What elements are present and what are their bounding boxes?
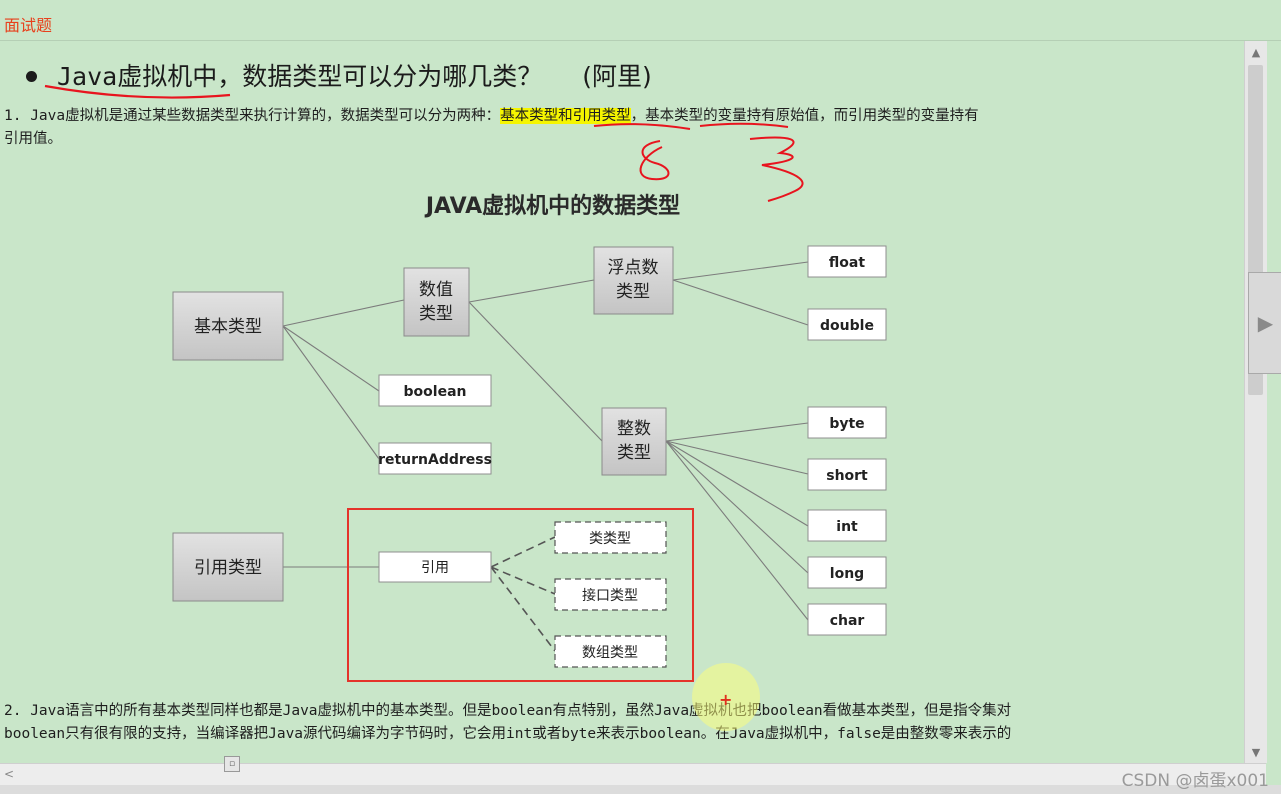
p1-text-a: 1. Java虚拟机是通过某些数据类型来执行计算的，数据类型可以分为两种：	[4, 108, 501, 124]
reference-highlight-box	[347, 508, 694, 682]
window-titlebar: 面试题	[0, 0, 1281, 41]
box-integer-type	[601, 407, 667, 476]
data-type-diagram: JAVA虚拟机中的数据类型 基本类型 数值	[44, 84, 887, 682]
label-interface-type: 接口类型	[582, 587, 638, 604]
p1-highlight: 基本类型和引用类型	[500, 108, 631, 124]
label-char: char	[830, 613, 865, 629]
chevron-down-icon[interactable]: ▼	[1251, 745, 1261, 759]
label-basic-type: 基本类型	[194, 317, 262, 337]
heading-prefix: Java	[57, 62, 118, 91]
heading-main: 虚拟机中，数据类型可以分为哪几类？	[117, 62, 543, 91]
cursor-highlight	[692, 663, 760, 731]
label-float: float	[829, 255, 865, 271]
label-int: int	[836, 519, 858, 535]
annotation-number-3	[749, 136, 804, 202]
label-reference-type: 引用类型	[194, 558, 262, 578]
window-title: 面试题	[4, 16, 53, 35]
paragraph-1-line-2: 引用值。	[4, 131, 62, 147]
label-reference: 引用	[421, 560, 449, 576]
box-int	[807, 509, 887, 542]
reference-dashed-connectors	[490, 536, 556, 652]
horizontal-scrollbar[interactable]: < ▫	[0, 756, 1266, 786]
box-short	[807, 458, 887, 491]
box-boolean	[378, 374, 492, 407]
label-short: short	[826, 468, 868, 484]
annotation-number-8	[639, 140, 670, 181]
paragraph-1-line-1: 1. Java虚拟机是通过某些数据类型来执行计算的，数据类型可以分为两种：基本类…	[4, 105, 979, 128]
label-numeric-1: 数值	[419, 280, 453, 300]
box-reference-type	[172, 532, 284, 602]
label-double: double	[820, 318, 874, 334]
question-heading: Java虚拟机中，数据类型可以分为哪几类？ (阿里)	[20, 57, 652, 93]
side-panel-toggle-button[interactable]: ▶	[1248, 272, 1281, 374]
paragraph-2: 2. Java语言中的所有基本类型同样也都是Java虚拟机中的基本类型。但是bo…	[4, 700, 1011, 746]
chevron-up-icon[interactable]: ▲	[1251, 45, 1261, 59]
box-double	[807, 308, 887, 341]
label-float-type-1: 浮点数	[608, 258, 659, 278]
box-float-type	[593, 246, 674, 315]
box-class-type	[554, 521, 667, 554]
csdn-watermark: CSDN @卤蛋x001	[1121, 771, 1269, 791]
p1-text-b: ，基本类型的变量持有原始值，而引用类型的变量持有	[630, 108, 979, 124]
label-long: long	[830, 566, 864, 582]
paragraph-2-line-2: boolean只有很有限的支持，当编译器把Java源代码编译为字节码时，它会用i…	[4, 726, 1012, 742]
box-returnaddress	[378, 442, 492, 475]
diagram-title: JAVA虚拟机中的数据类型	[424, 193, 680, 219]
box-long	[807, 556, 887, 589]
paragraph-2-line-1: 2. Java语言中的所有基本类型同样也都是Java虚拟机中的基本类型。但是bo…	[4, 703, 1012, 719]
vertical-scrollbar[interactable]: ▲ ▼	[1244, 41, 1267, 763]
label-numeric-2: 类型	[419, 304, 453, 324]
label-array-type: 数组类型	[582, 645, 638, 661]
bullet-icon	[26, 70, 37, 82]
label-boolean: boolean	[404, 384, 467, 400]
annotation-underline-3	[699, 122, 789, 128]
box-reference	[378, 551, 492, 583]
heading-source: (阿里)	[582, 62, 652, 91]
bottom-strip	[0, 785, 1281, 794]
diagram-connectors	[282, 261, 809, 621]
play-right-icon: ▶	[1257, 311, 1274, 335]
cursor-crosshair-icon: +	[719, 690, 733, 709]
box-char	[807, 603, 887, 636]
label-class-type: 类类型	[589, 531, 631, 547]
box-array-type	[554, 635, 667, 668]
box-byte	[807, 406, 887, 439]
resize-handle-icon[interactable]: ▫	[224, 756, 240, 772]
chevron-left-icon[interactable]: <	[4, 767, 15, 781]
paragraph-1: 1. Java虚拟机是通过某些数据类型来执行计算的，数据类型可以分为两种：基本类…	[4, 105, 979, 151]
document-content: Java虚拟机中，数据类型可以分为哪几类？ (阿里) 1. Java虚拟机是通过某…	[0, 41, 1244, 763]
label-byte: byte	[829, 416, 864, 432]
label-integer-type-2: 类型	[617, 443, 651, 463]
label-integer-type-1: 整数	[617, 419, 651, 439]
annotation-underline-2	[593, 123, 691, 130]
annotation-underline-1	[44, 84, 231, 99]
label-float-type-2: 类型	[616, 282, 650, 302]
box-interface-type	[554, 578, 667, 611]
box-float	[807, 245, 887, 278]
label-returnaddress: returnAddress	[378, 452, 492, 468]
box-numeric-type	[403, 267, 470, 337]
box-basic-type	[172, 291, 284, 361]
